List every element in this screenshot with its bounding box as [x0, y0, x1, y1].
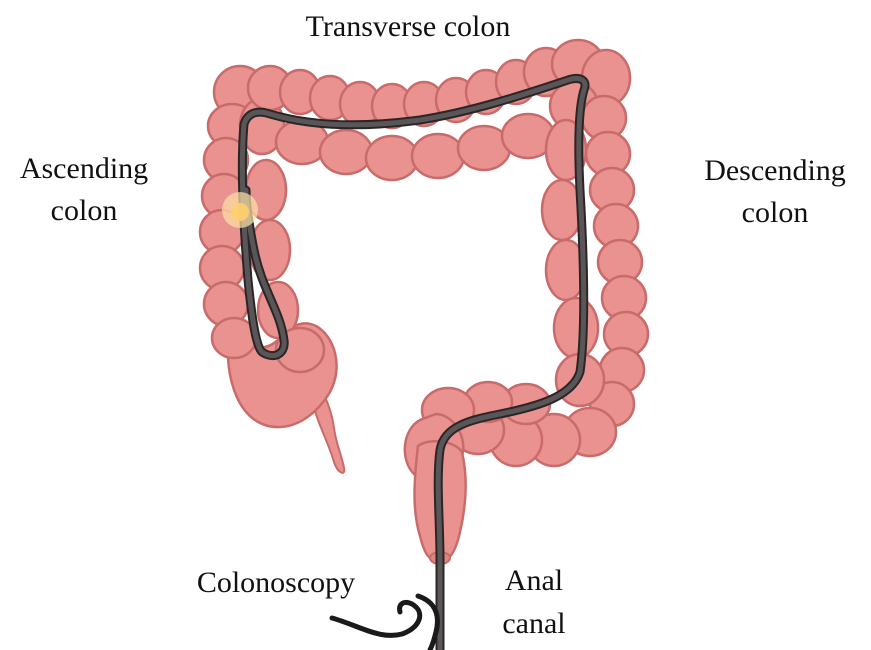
label-colonoscopy: Colonoscopy [197, 566, 355, 599]
label-transverse-colon: Transverse colon [306, 10, 511, 43]
transverse-colon [248, 48, 568, 180]
colonoscope-cord [332, 602, 420, 635]
label-ascending-colon-line1: Ascending [20, 152, 148, 185]
label-anal-canal-line1: Anal [505, 564, 563, 597]
label-anal-canal-line2: canal [502, 607, 565, 640]
label-descending-colon-line1: Descending [704, 154, 846, 187]
label-ascending-colon-line2: colon [51, 194, 118, 227]
descending-colon [542, 96, 648, 426]
label-descending-colon-line2: colon [742, 196, 809, 229]
